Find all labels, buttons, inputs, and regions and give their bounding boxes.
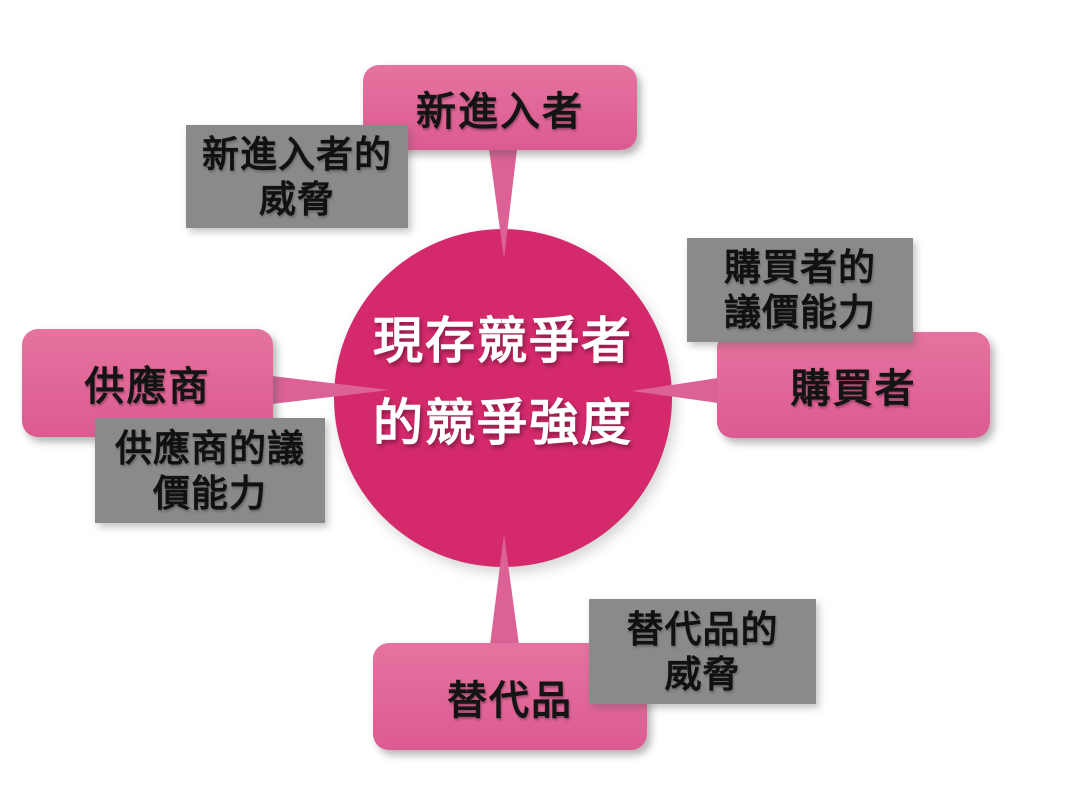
note-box-buyers-bargaining-power: 購買者的 議價能力 xyxy=(687,238,913,342)
force-box-buyers: 購買者 xyxy=(717,332,990,438)
center-circle: 現存競爭者 的競爭強度 xyxy=(334,229,672,567)
force-label-suppliers: 供應商 xyxy=(84,364,211,410)
note-line: 價能力 xyxy=(153,471,267,515)
note-line: 威脅 xyxy=(664,652,741,696)
force-label-substitutes: 替代品 xyxy=(447,677,573,724)
note-line: 供應商的議 xyxy=(115,426,305,470)
note-line: 替代品的 xyxy=(626,607,779,651)
note-line: 購買者的 xyxy=(724,246,876,289)
force-box-new-entrants: 新進入者 xyxy=(363,65,637,150)
note-line: 威脅 xyxy=(259,177,335,221)
center-label: 現存競爭者 的競爭強度 xyxy=(373,300,633,464)
note-line: 新進入者的 xyxy=(202,132,392,176)
center-label-line1: 現存競爭者 xyxy=(373,312,633,370)
note-box-substitutes-threat: 替代品的 威脅 xyxy=(589,599,816,704)
note-box-suppliers-bargaining-power: 供應商的議 價能力 xyxy=(95,418,325,523)
force-label-new-entrants: 新進入者 xyxy=(416,88,584,135)
note-box-new-entrants-threat: 新進入者的 威脅 xyxy=(186,125,408,228)
note-line: 議價能力 xyxy=(724,291,876,334)
force-label-buyers: 購買者 xyxy=(790,366,917,412)
center-label-line2: 的競爭強度 xyxy=(373,394,633,452)
